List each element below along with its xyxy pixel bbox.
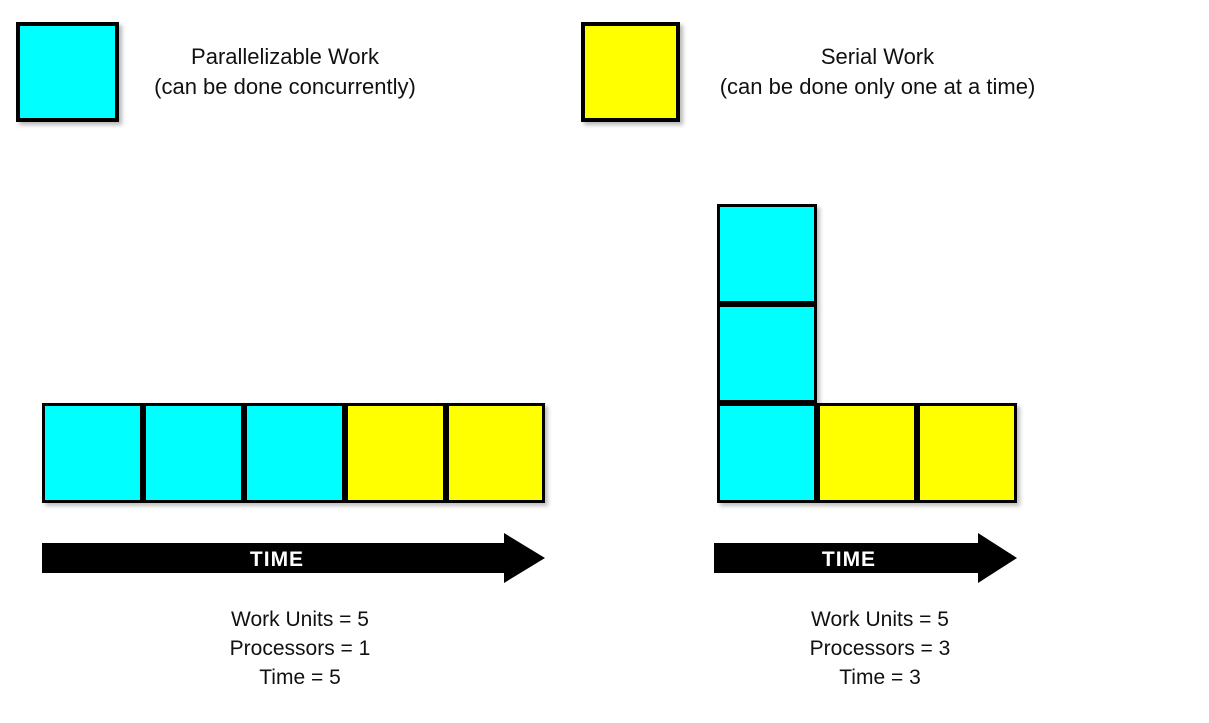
parallelizable-legend-subtitle: (can be done concurrently) (154, 74, 416, 99)
time-value: Time = 3 (839, 666, 921, 689)
work-block (717, 403, 817, 503)
serial-legend-label: Serial Work (can be done only one at a t… (700, 42, 1055, 102)
work-block (817, 403, 917, 503)
time-axis-arrow (42, 533, 545, 583)
serial-swatch (581, 22, 680, 122)
parallelizable-swatch (16, 22, 119, 122)
parallelizable-legend-label: Parallelizable Work (can be done concurr… (140, 42, 430, 102)
serial-legend-title: Serial Work (820, 44, 935, 69)
processors-value: Processors = 1 (229, 637, 371, 660)
time-value: Time = 5 (259, 666, 341, 689)
work-block (446, 403, 545, 503)
work-units-value: Work Units = 5 (231, 608, 369, 631)
serial-legend-subtitle: (can be done only one at a time) (719, 74, 1036, 99)
processors-value: Processors = 3 (809, 637, 951, 660)
work-units-value: Work Units = 5 (811, 608, 949, 631)
time-axis-label: TIME (821, 548, 877, 571)
work-block (917, 403, 1017, 503)
work-block (717, 204, 817, 304)
time-axis-label: TIME (249, 548, 305, 571)
single-processor-caption: Work Units = 5 Processors = 1 Time = 5 (150, 605, 450, 692)
work-block (42, 403, 143, 503)
parallelizable-legend-title: Parallelizable Work (191, 44, 379, 69)
work-block (244, 403, 345, 503)
time-axis-arrow (714, 533, 1017, 583)
three-processor-caption: Work Units = 5 Processors = 3 Time = 3 (730, 605, 1030, 692)
work-block (345, 403, 446, 503)
work-block (717, 304, 817, 403)
work-block (143, 403, 244, 503)
